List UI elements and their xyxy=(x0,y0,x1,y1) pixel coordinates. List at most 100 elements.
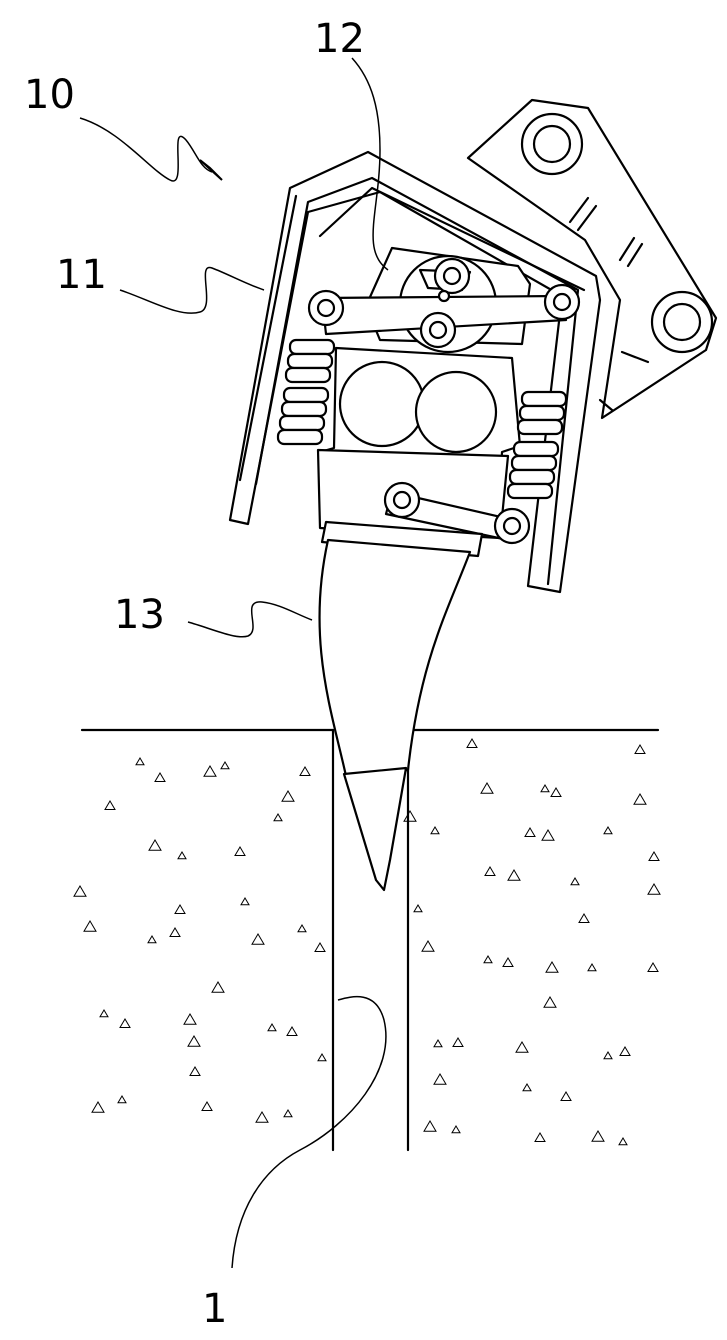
aggregate-mark xyxy=(267,1023,277,1032)
aggregate-mark xyxy=(484,866,496,876)
leader-12 xyxy=(351,57,389,271)
aggregate-mark xyxy=(522,1083,532,1092)
aggregate-mark xyxy=(99,1009,109,1018)
aggregate-mark xyxy=(480,782,494,794)
aggregate-mark xyxy=(545,961,559,973)
aggregate-mark xyxy=(423,1120,437,1132)
aggregate-mark xyxy=(603,1051,613,1060)
aggregate-mark xyxy=(524,827,536,837)
link-pins xyxy=(307,257,581,545)
aggregate-mark xyxy=(234,846,246,856)
aggregate-mark xyxy=(591,1130,605,1142)
label-10: 10 xyxy=(24,72,75,118)
aggregate-mark xyxy=(502,957,514,967)
leader-lines xyxy=(79,57,389,1269)
aggregate-mark xyxy=(648,851,660,861)
frame-left-channel xyxy=(238,194,298,482)
roller-left xyxy=(338,360,426,448)
aggregate-mark xyxy=(570,877,580,886)
aggregate-mark xyxy=(201,1101,213,1111)
leader-10 xyxy=(79,117,213,182)
roller-right xyxy=(414,370,498,454)
aggregate-mark xyxy=(433,1073,447,1085)
aggregate-marks xyxy=(73,738,661,1146)
aggregate-mark xyxy=(466,738,478,748)
arrowhead-10 xyxy=(199,159,223,181)
label-13: 13 xyxy=(114,592,165,638)
aggregate-mark xyxy=(119,1018,131,1028)
aggregate-mark xyxy=(299,766,311,776)
ground xyxy=(73,728,661,1152)
aggregate-mark xyxy=(169,927,181,937)
aggregate-mark xyxy=(83,920,97,932)
aggregate-mark xyxy=(240,897,250,906)
aggregate-mark xyxy=(314,942,326,952)
aggregate-mark xyxy=(297,924,307,933)
label-1: 1 xyxy=(202,1286,227,1332)
leader-13 xyxy=(187,601,313,638)
bracket-pin-lower-inner xyxy=(662,302,702,342)
spring-stack-left xyxy=(276,338,336,446)
aggregate-mark xyxy=(483,955,493,964)
aggregate-mark xyxy=(251,933,265,945)
aggregate-mark xyxy=(135,757,145,766)
aggregate-mark xyxy=(634,744,646,754)
aggregate-mark xyxy=(433,1039,443,1048)
aggregate-mark xyxy=(187,1035,201,1047)
aggregate-mark xyxy=(147,935,157,944)
aggregate-mark xyxy=(177,851,187,860)
label-12: 12 xyxy=(314,16,365,62)
aggregate-mark xyxy=(421,940,435,952)
aggregate-mark xyxy=(283,1109,293,1118)
aggregate-mark xyxy=(430,826,440,835)
ripper-flange xyxy=(320,520,484,558)
frame xyxy=(228,150,602,594)
aggregate-mark xyxy=(211,981,225,993)
aggregate-mark xyxy=(550,787,562,797)
aggregate-mark xyxy=(183,1013,197,1025)
aggregate-mark xyxy=(189,1066,201,1076)
frame-top-plate xyxy=(318,186,586,292)
spring-stack-right xyxy=(506,390,568,500)
frame-inner-line xyxy=(254,176,580,586)
aggregate-mark xyxy=(647,962,659,972)
aggregate-mark xyxy=(91,1101,105,1113)
aggregate-mark xyxy=(543,996,557,1008)
aggregate-mark xyxy=(618,1137,628,1146)
aggregate-mark xyxy=(281,790,295,802)
bracket-pin-upper-inner xyxy=(532,124,572,164)
aggregate-mark xyxy=(560,1091,572,1101)
aggregate-mark xyxy=(104,800,116,810)
vibro-unit xyxy=(276,246,581,558)
aggregate-mark xyxy=(603,826,613,835)
mounting-bracket xyxy=(466,98,718,420)
aggregate-mark xyxy=(220,761,230,770)
aggregate-mark xyxy=(647,883,661,895)
label-11: 11 xyxy=(56,252,107,298)
aggregate-mark xyxy=(540,784,550,793)
ripper xyxy=(318,538,472,892)
aggregate-mark xyxy=(286,1026,298,1036)
aggregate-mark xyxy=(619,1046,631,1056)
aggregate-mark xyxy=(174,904,186,914)
ripper-shank xyxy=(318,538,472,778)
aggregate-mark xyxy=(403,810,417,822)
aggregate-mark xyxy=(255,1111,269,1123)
reference-numerals: 10 12 11 13 1 xyxy=(24,16,365,1332)
ripper-tip xyxy=(342,766,408,892)
aggregate-mark xyxy=(507,869,521,881)
aggregate-mark xyxy=(413,904,423,913)
aggregate-mark xyxy=(154,772,166,782)
aggregate-mark xyxy=(117,1095,127,1104)
frame-outer xyxy=(228,150,602,594)
aggregate-mark xyxy=(578,913,590,923)
bracket-plate xyxy=(466,98,718,420)
aggregate-mark xyxy=(273,813,283,822)
leader-1 xyxy=(231,995,387,1269)
aggregate-mark xyxy=(541,829,555,841)
aggregate-mark xyxy=(317,1053,327,1062)
aggregate-mark xyxy=(633,793,647,805)
leader-11 xyxy=(119,266,265,314)
aggregate-mark xyxy=(587,963,597,972)
